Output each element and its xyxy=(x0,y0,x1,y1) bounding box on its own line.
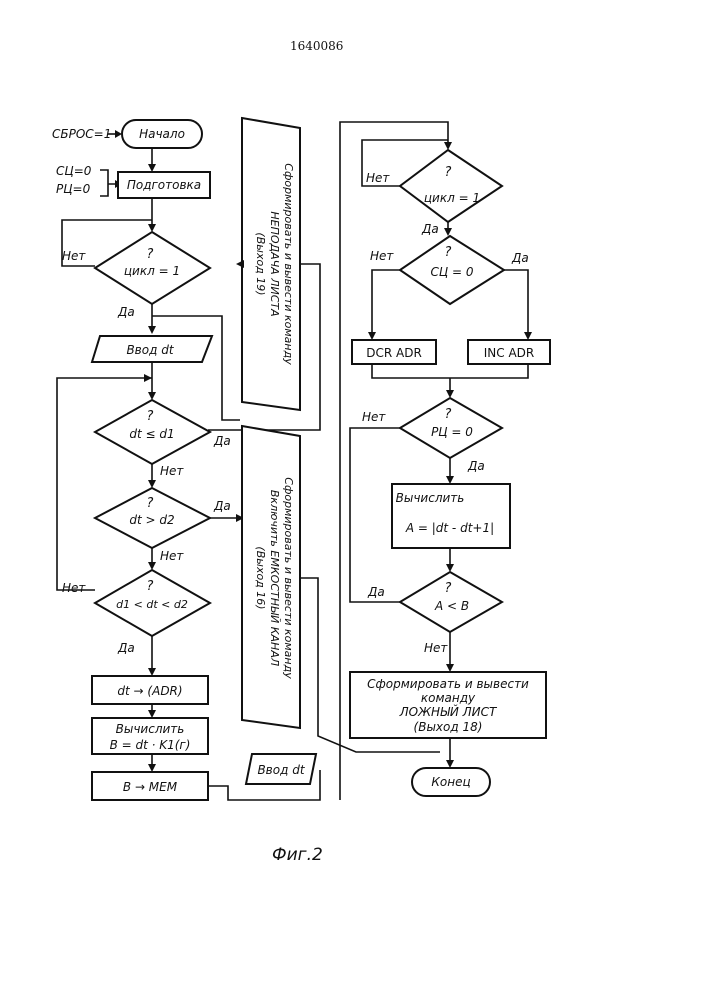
svg-text:Начало: Начало xyxy=(139,127,185,141)
svg-text:dt ≤ d1: dt ≤ d1 xyxy=(129,427,174,441)
svg-text:INC ADR: INC ADR xyxy=(484,346,535,360)
rc-no-label: Нет xyxy=(362,410,386,424)
cycle-right-yes-label: Да xyxy=(421,222,439,236)
dt-le-d1-yes-label: Да xyxy=(213,434,231,448)
svg-text:?: ? xyxy=(445,245,452,260)
dt-gt-d2-no-label: Нет xyxy=(160,549,184,563)
a-lt-b-decision: ? A < B xyxy=(400,572,502,632)
sc-no-label: Нет xyxy=(370,249,394,263)
inc-adr-block: INC ADR xyxy=(468,340,550,364)
svg-text:(Выход 16): (Выход 16) xyxy=(254,546,267,609)
svg-text:?: ? xyxy=(445,165,452,180)
svg-text:Подготовка: Подготовка xyxy=(127,178,201,192)
dt-gt-d2-decision: ? dt > d2 xyxy=(95,488,210,548)
cycle-right-no-label: Нет xyxy=(366,171,390,185)
svg-text:(Выход 19): (Выход 19) xyxy=(254,232,267,295)
svg-text:РЦ = 0: РЦ = 0 xyxy=(431,425,473,439)
svg-text:Сформировать и вывести: Сформировать и вывести xyxy=(367,677,529,691)
svg-text:A < B: A < B xyxy=(434,599,469,613)
svg-text:B = dt · K1(г): B = dt · K1(г) xyxy=(110,738,191,752)
svg-text:(Выход 18): (Выход 18) xyxy=(414,720,483,734)
svg-text:?: ? xyxy=(147,496,154,511)
dt-gt-d2-yes-label: Да xyxy=(213,499,231,513)
svg-text:A = |dt - dt+1|: A = |dt - dt+1| xyxy=(405,521,494,535)
dcr-adr-block: DCR ADR xyxy=(352,340,436,364)
end-terminator: Конец xyxy=(412,768,490,796)
svg-text:dt > d2: dt > d2 xyxy=(129,513,174,527)
svg-text:dt → (ADR): dt → (ADR) xyxy=(117,684,182,698)
svg-text:СЦ = 0: СЦ = 0 xyxy=(430,265,473,279)
svg-text:Ввод dt: Ввод dt xyxy=(257,763,305,777)
dt-le-d1-decision: ? dt ≤ d1 xyxy=(95,400,210,464)
start-terminator: Начало xyxy=(122,120,202,148)
svg-text:?: ? xyxy=(445,581,452,596)
dt-le-d1-no-label: Нет xyxy=(160,464,184,478)
svg-text:B → MEM: B → MEM xyxy=(123,780,178,794)
calc-b-block: Вычислить B = dt · K1(г) xyxy=(92,718,208,754)
svg-text:?: ? xyxy=(445,407,452,422)
svg-text:d1 < dt < d2: d1 < dt < d2 xyxy=(116,598,188,611)
svg-text:DCR ADR: DCR ADR xyxy=(366,346,422,360)
svg-text:НЕПОДАЧА ЛИСТА: НЕПОДАЧА ЛИСТА xyxy=(268,211,281,316)
cycle-decision-left: ? цикл = 1 xyxy=(95,232,210,304)
figure-caption: Фиг.2 xyxy=(272,845,323,865)
in-range-yes-label: Да xyxy=(117,641,135,655)
sc-init-label: СЦ=0 xyxy=(56,164,92,178)
cmd-output-19-block: Сформировать и вывести команду НЕПОДАЧА … xyxy=(242,118,300,410)
a-lt-b-no-label: Нет xyxy=(424,641,448,655)
cmd-output-18-block: Сформировать и вывести команду ЛОЖНЫЙ ЛИ… xyxy=(350,672,546,738)
cycle-left-yes-label: Да xyxy=(117,305,135,319)
in-range-decision: ? d1 < dt < d2 xyxy=(95,570,210,636)
input-dt-block: Ввод dt xyxy=(92,336,212,362)
svg-text:команду: команду xyxy=(421,691,476,705)
svg-text:?: ? xyxy=(147,579,154,594)
svg-text:Ввод dt: Ввод dt xyxy=(126,343,174,357)
cycle-left-no-label: Нет xyxy=(62,249,86,263)
rc-yes-label: Да xyxy=(467,459,485,473)
sc-yes-label: Да xyxy=(511,251,529,265)
svg-text:Конец: Конец xyxy=(431,775,470,789)
dt-to-adr-block: dt → (ADR) xyxy=(92,676,208,704)
a-lt-b-yes-label: Да xyxy=(367,585,385,599)
sc-decision: ? СЦ = 0 xyxy=(400,236,504,304)
reset-signal-label: СБРОС=1 xyxy=(52,127,111,141)
b-to-mem-block: B → MEM xyxy=(92,772,208,800)
svg-text:Сформировать и вывести команду: Сформировать и вывести команду xyxy=(282,477,295,679)
svg-text:Сформировать и вывести команду: Сформировать и вывести команду xyxy=(282,163,295,365)
preparation-block: Подготовка xyxy=(118,172,210,198)
input-dt-block-2: Ввод dt xyxy=(246,754,316,784)
svg-text:?: ? xyxy=(147,247,154,262)
cycle-decision-right: ? цикл = 1 xyxy=(400,150,502,222)
rc-decision: ? РЦ = 0 xyxy=(400,398,502,458)
doc-number: 1640086 xyxy=(290,39,343,53)
svg-text:цикл = 1: цикл = 1 xyxy=(124,264,180,278)
calc-a-block: Вычислить A = |dt - dt+1| xyxy=(392,484,510,548)
cmd-output-16-block: Сформировать и вывести команду Включить … xyxy=(242,426,300,728)
svg-text:Вычислить: Вычислить xyxy=(116,722,185,736)
svg-text:Включить ЕМКОСТНЫЙ КАНАЛ: Включить ЕМКОСТНЫЙ КАНАЛ xyxy=(268,490,281,666)
rc-init-label: РЦ=0 xyxy=(56,182,91,196)
range-no-label: Нет xyxy=(62,581,86,595)
svg-text:Вычислить: Вычислить xyxy=(396,491,465,505)
svg-text:цикл = 1: цикл = 1 xyxy=(424,191,480,205)
svg-text:ЛОЖНЫЙ ЛИСТ: ЛОЖНЫЙ ЛИСТ xyxy=(399,704,498,719)
svg-text:?: ? xyxy=(147,409,154,424)
